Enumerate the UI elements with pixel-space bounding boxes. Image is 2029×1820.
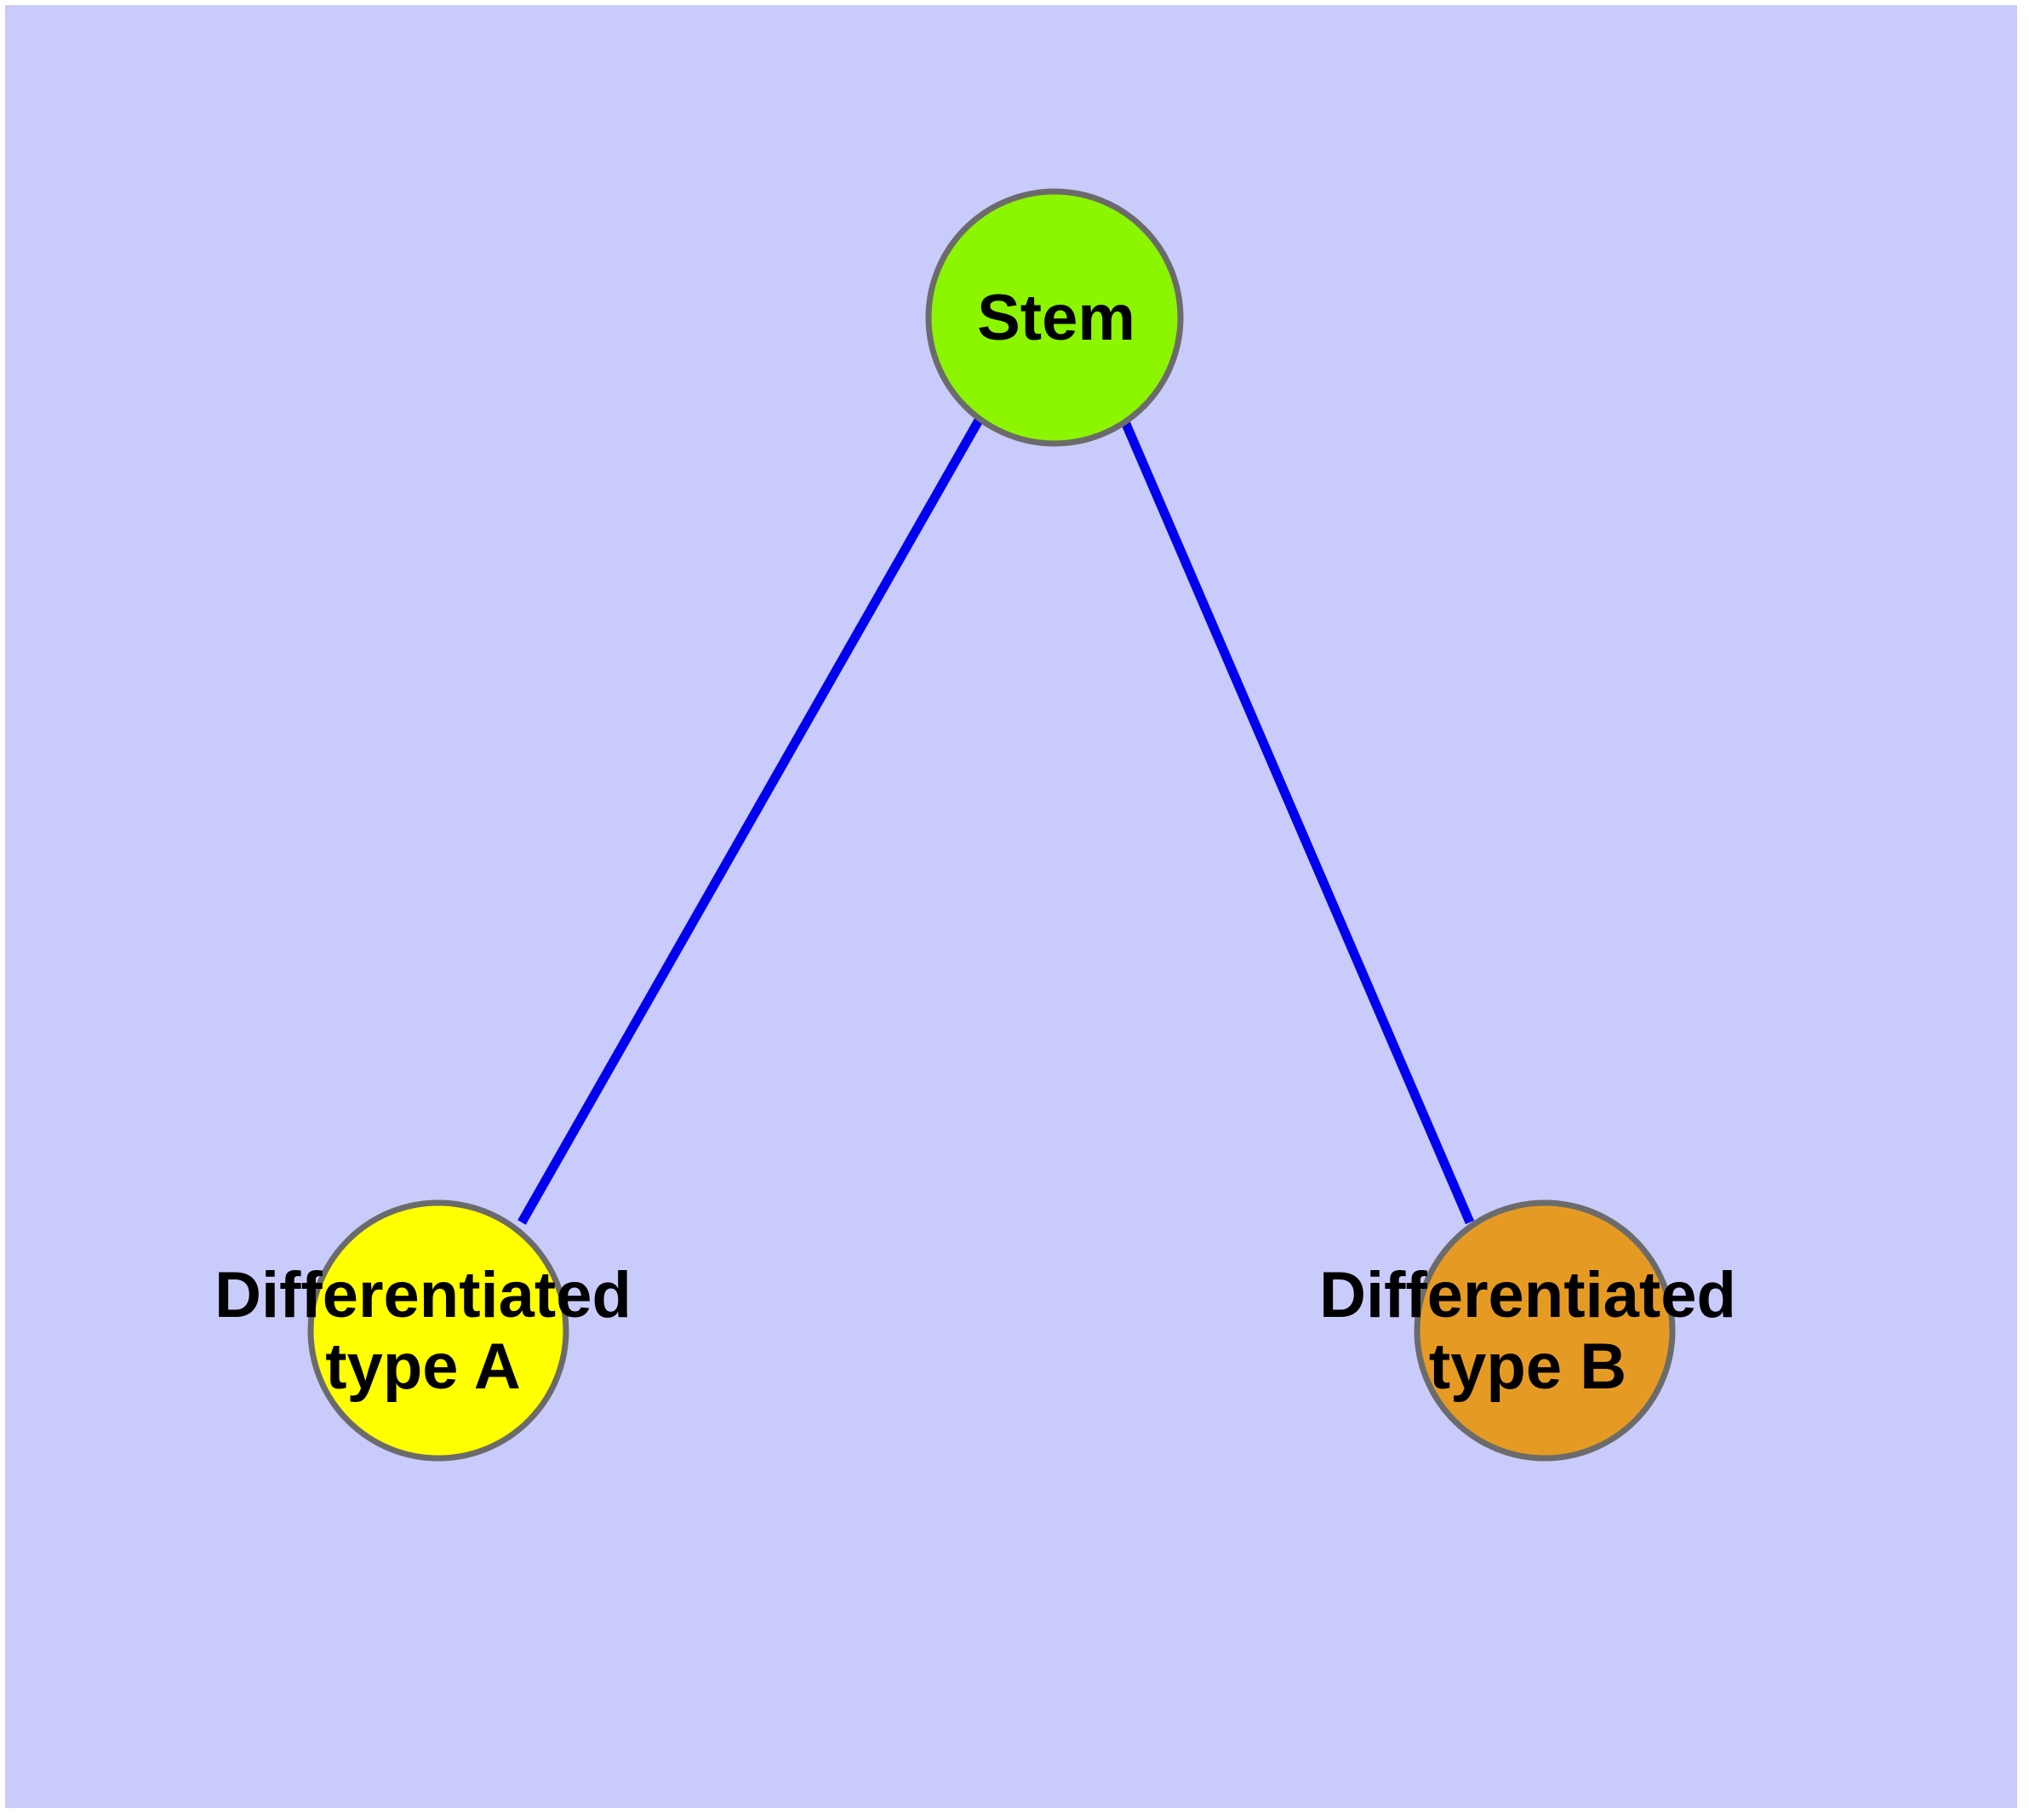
- node-stem-circle[interactable]: [925, 188, 1184, 447]
- edge-stem-to-differentiated-type-b: [1118, 415, 1475, 1225]
- node-differentiated-type-a-circle[interactable]: [307, 1199, 569, 1462]
- node-differentiated-type-b-circle[interactable]: [1414, 1199, 1676, 1462]
- node-stem-label: Stem: [977, 282, 1135, 354]
- edges-layer: [517, 415, 1475, 1225]
- node-stem[interactable]: Stem: [925, 188, 1184, 447]
- edge-stem-to-differentiated-type-a: [517, 416, 984, 1225]
